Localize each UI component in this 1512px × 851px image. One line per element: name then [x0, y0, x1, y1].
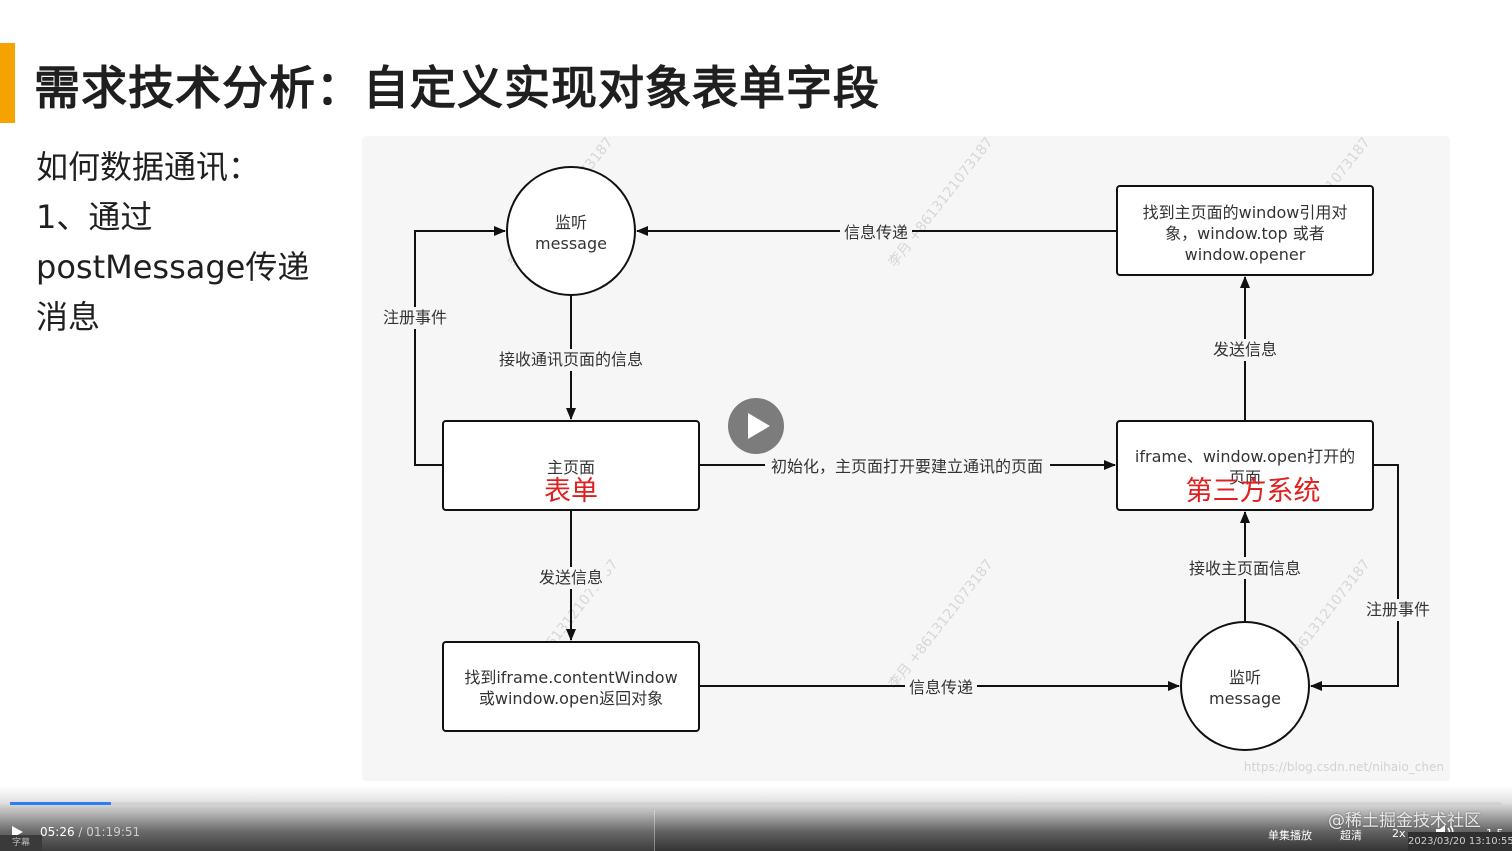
progress-bar[interactable]: [10, 802, 1502, 805]
loop-mode-button[interactable]: 单集播放: [1268, 829, 1312, 842]
quality-button[interactable]: 超清: [1340, 829, 1362, 842]
flow-diagram-panel: 李月 +8613121073187 李月 +8613121073187 李月 +…: [362, 136, 1450, 781]
note-line-3: postMessage传递: [36, 248, 310, 286]
speed-button[interactable]: 2x: [1392, 827, 1406, 840]
edge-labels: 注册事件 接收通讯页面的信息 信息传递 发送信息 初始化，主页面打开要建立通讯的…: [380, 221, 1433, 698]
node-iframe-page-label-1: iframe、window.open打开的: [1135, 447, 1355, 466]
node-find-window-label-3: window.opener: [1185, 245, 1306, 264]
node-iframe-page-highlight: 第三方系统: [1186, 476, 1321, 507]
node-main-page-label: 主页面: [547, 458, 595, 477]
note-line-4: 消息: [36, 298, 101, 336]
brand-watermark: @稀土掘金技术社区: [1328, 811, 1481, 831]
time-display: 05:26 / 01:19:51: [40, 825, 140, 839]
node-listen-left-label-1: 监听: [555, 213, 587, 232]
label-receive-comm: 接收通讯页面的信息: [499, 350, 643, 369]
video-control-bar: 05:26 / 01:19:51 @稀土掘金技术社区 单集播放 超清 2x 1.…: [0, 786, 1512, 851]
watermark: 李月 +8613121073187: [886, 557, 997, 693]
slide-title: 需求技术分析：自定义实现对象表单字段: [34, 61, 880, 115]
node-find-window-label-1: 找到主页面的window引用对: [1143, 203, 1348, 222]
node-find-window-label-2: 象，window.top 或者: [1165, 224, 1325, 243]
watermark: 李月 +8613121073187: [886, 136, 997, 270]
node-iframe-page: iframe、window.open打开的 页面 第三方系统: [1116, 420, 1374, 511]
subtitle-tag[interactable]: 字幕: [0, 835, 42, 851]
total-time: 01:19:51: [86, 825, 141, 839]
buffered-region: [0, 810, 655, 851]
flow-diagram: 李月 +8613121073187 李月 +8613121073187 李月 +…: [380, 136, 1444, 774]
node-find-iframe-label-1: 找到iframe.contentWindow: [464, 668, 677, 687]
play-icon: [747, 413, 770, 439]
label-info-pass-top: 信息传递: [844, 223, 908, 242]
node-listen-left: 监听 message: [506, 166, 636, 296]
image-credit: https://blog.csdn.net/nihaio_chen: [1244, 760, 1444, 774]
datetime-stamp: 2023/03/20 13:10:55: [1408, 832, 1512, 851]
node-find-iframe: 找到iframe.contentWindow 或window.open返回对象: [442, 641, 700, 732]
node-main-page-highlight: 表单: [544, 476, 598, 507]
current-time: 05:26: [40, 825, 75, 839]
note-line-1: 如何数据通讯：: [36, 148, 261, 186]
node-iframe-page-label-2: 页面: [1229, 468, 1261, 487]
slide-notes: 如何数据通讯： 1、通过 postMessage传递 消息: [36, 142, 336, 342]
label-send-info-left: 发送信息: [539, 568, 603, 587]
center-play-button[interactable]: [728, 398, 784, 454]
node-listen-right-label-2: message: [1209, 689, 1281, 708]
label-receive-main: 接收主页面信息: [1189, 559, 1301, 578]
node-find-window: 找到主页面的window引用对 象，window.top 或者 window.o…: [1116, 185, 1374, 276]
label-init: 初始化，主页面打开要建立通讯的页面: [771, 457, 1043, 476]
title-accent-bar: [0, 43, 15, 123]
note-line-2: 1、通过: [36, 198, 153, 236]
time-separator: /: [74, 825, 87, 839]
edge-register-right: [1310, 464, 1399, 691]
node-listen-right: 监听 message: [1180, 621, 1310, 751]
node-main-page: 主页面 表单: [442, 420, 700, 511]
label-register-right: 注册事件: [1366, 600, 1430, 619]
node-listen-left-label-2: message: [535, 234, 607, 253]
node-find-iframe-label-2: 或window.open返回对象: [479, 689, 663, 708]
label-info-pass-bottom: 信息传递: [909, 678, 973, 697]
node-listen-right-label-1: 监听: [1229, 668, 1261, 687]
label-register-left: 注册事件: [383, 308, 447, 327]
edge-register-left: [414, 226, 506, 466]
label-send-info-right: 发送信息: [1213, 340, 1277, 359]
progress-fill: [10, 802, 112, 805]
